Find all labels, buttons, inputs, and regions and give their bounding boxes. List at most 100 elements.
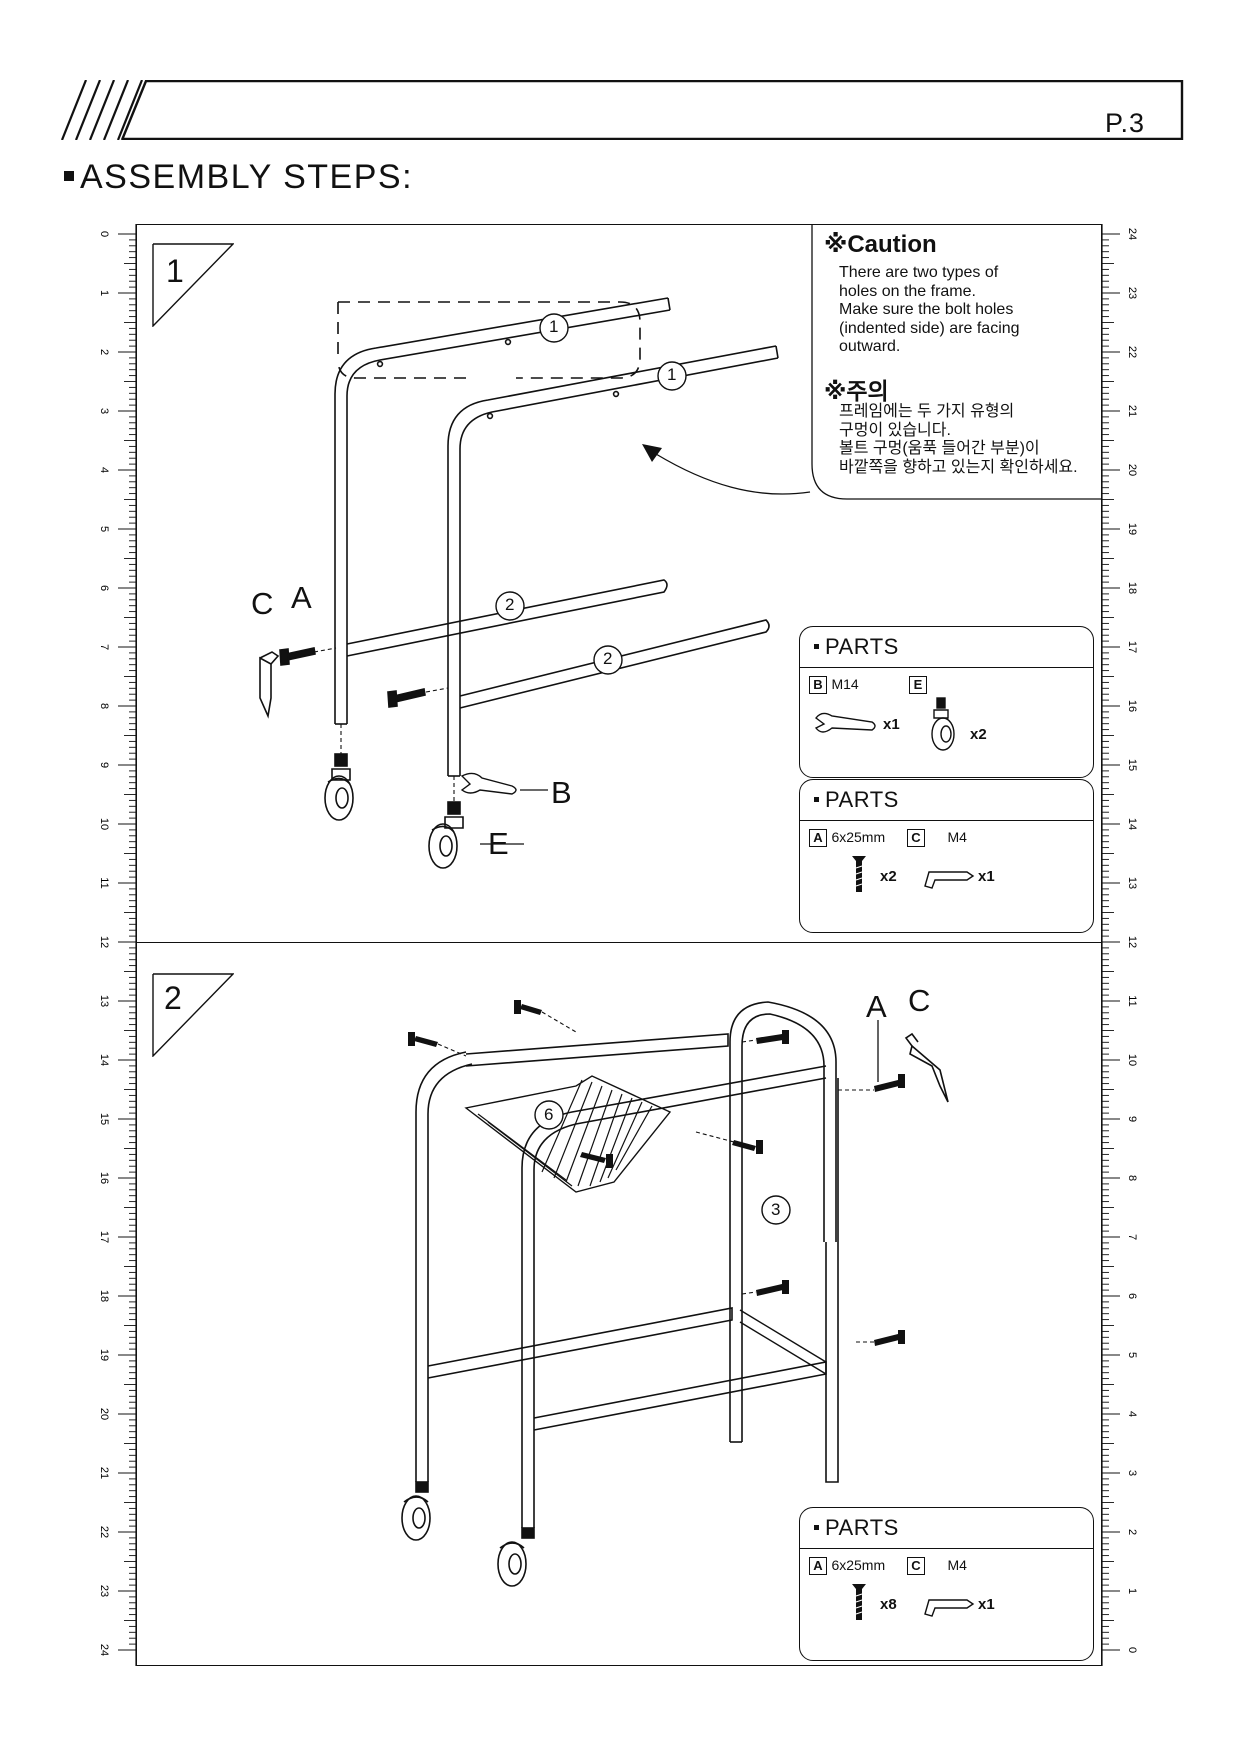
ruler-label: 23 <box>98 1585 110 1597</box>
ruler-label: 24 <box>98 1644 110 1656</box>
parts-title: PARTS <box>814 1515 899 1541</box>
ruler-label: 23 <box>1126 287 1138 299</box>
caution-line: outward. <box>839 338 901 355</box>
bullet-square-icon <box>64 171 74 182</box>
parts-title-text: PARTS <box>825 634 899 659</box>
ruler-label: 0 <box>98 231 110 237</box>
step1-badge-icon <box>152 243 234 327</box>
ruler-label: 13 <box>1126 877 1138 889</box>
step2-drawing <box>401 1000 949 1587</box>
callout-e: E <box>488 826 509 861</box>
wrench-icon <box>814 712 876 733</box>
ruler-label: 11 <box>1126 995 1138 1006</box>
caution-ko-line: 구멍이 있습니다. <box>839 421 951 439</box>
part-spec: 6x25mm <box>831 1557 886 1573</box>
ruler-label: 21 <box>98 1467 110 1479</box>
ruler-label: 7 <box>1126 1234 1138 1240</box>
ruler-label: 18 <box>98 1290 110 1302</box>
ruler-label: 12 <box>1126 936 1138 948</box>
part-number-1: 1 <box>549 317 559 336</box>
part-letter: A <box>809 829 827 847</box>
ruler-label: 18 <box>1126 582 1138 594</box>
part-number-6: 6 <box>544 1105 554 1124</box>
bullet-dot-icon <box>814 1524 819 1530</box>
part-qty: x1 <box>978 868 995 885</box>
hex-key-icon <box>924 871 975 889</box>
parts-box <box>799 1507 1094 1661</box>
part-qty: x8 <box>880 1596 897 1613</box>
part-item-e: E <box>909 676 927 694</box>
part-qty: x1 <box>883 716 900 733</box>
callout-a: A <box>291 580 312 615</box>
step2-number: 2 <box>164 980 182 1016</box>
step-divider <box>136 942 1102 943</box>
ruler-label: 15 <box>98 1113 110 1125</box>
caution-ko-line: 프레임에는 두 가지 유형의 <box>839 403 1015 420</box>
section-title-text: ASSEMBLY STEPS: <box>80 158 414 196</box>
parts-box <box>799 626 1094 778</box>
part-letter: A <box>809 1557 827 1575</box>
ruler-label: 8 <box>1126 1175 1138 1181</box>
ruler-label: 1 <box>1126 1588 1138 1594</box>
ruler-label: 16 <box>98 1172 110 1184</box>
ruler-label: 12 <box>98 936 110 948</box>
part-spec: 6x25mm <box>831 829 886 845</box>
ruler-label: 6 <box>98 585 110 591</box>
ruler-label: 1 <box>98 290 110 296</box>
part-qty: x2 <box>880 868 897 885</box>
ruler-label: 0 <box>1126 1647 1138 1653</box>
hex-key-icon <box>924 1599 975 1617</box>
header-bar <box>60 80 1184 140</box>
part-item-c: C M4 <box>907 829 967 847</box>
parts-title-text: PARTS <box>825 787 899 812</box>
parts-box <box>799 779 1094 933</box>
parts-separator <box>799 820 1094 821</box>
ruler-label: 21 <box>1126 405 1138 417</box>
parts-separator <box>799 667 1094 668</box>
caution-text: There are two types of holes on the fram… <box>839 264 1079 357</box>
ruler-label: 10 <box>98 818 110 830</box>
caution-line: There are two types of <box>839 264 999 281</box>
ruler-label: 9 <box>98 762 110 768</box>
ruler-label: 13 <box>98 995 110 1007</box>
ruler-label: 6 <box>1126 1293 1138 1299</box>
part-item-a: A 6x25mm <box>809 829 885 847</box>
part-number-1: 1 <box>667 365 677 384</box>
ruler-label: 4 <box>98 467 110 473</box>
part-item-c: C M4 <box>907 1557 967 1575</box>
part-number-2: 2 <box>603 649 613 668</box>
section-title: ASSEMBLY STEPS: <box>64 158 413 197</box>
ruler-label: 4 <box>1126 1411 1138 1417</box>
ruler-label: 8 <box>98 703 110 709</box>
ruler-label: 9 <box>1126 1116 1138 1122</box>
step2-badge-icon <box>152 973 234 1057</box>
part-letter: E <box>909 676 927 694</box>
callout-c: C <box>908 983 931 1018</box>
caution-box <box>811 224 1102 500</box>
ruler-label: 24 <box>1126 228 1138 240</box>
callout-c: C <box>251 586 274 621</box>
ruler-label: 3 <box>1126 1470 1138 1476</box>
part-letter: C <box>907 1557 925 1575</box>
part-qty: x2 <box>970 726 987 743</box>
part-item-b: B M14 <box>809 676 859 694</box>
ruler-label: 7 <box>98 644 110 650</box>
page-number: P.3 <box>1105 108 1146 138</box>
ruler-label: 2 <box>1126 1529 1138 1535</box>
caution-arrow <box>655 453 811 495</box>
bolt-icon <box>852 856 866 892</box>
ruler-label: 11 <box>98 877 110 888</box>
ruler-label: 10 <box>1126 1054 1138 1066</box>
ruler-label: 3 <box>98 408 110 414</box>
callout-a: A <box>866 989 887 1024</box>
step1-drawing <box>259 297 811 869</box>
part-number-3: 3 <box>771 1200 781 1219</box>
step1-number: 1 <box>166 253 184 289</box>
part-spec: M4 <box>947 1557 967 1573</box>
instruction-frame <box>136 224 1102 1666</box>
part-spec: M14 <box>831 676 859 692</box>
ruler-label: 22 <box>1126 346 1138 358</box>
ruler-label: 20 <box>1126 464 1138 476</box>
